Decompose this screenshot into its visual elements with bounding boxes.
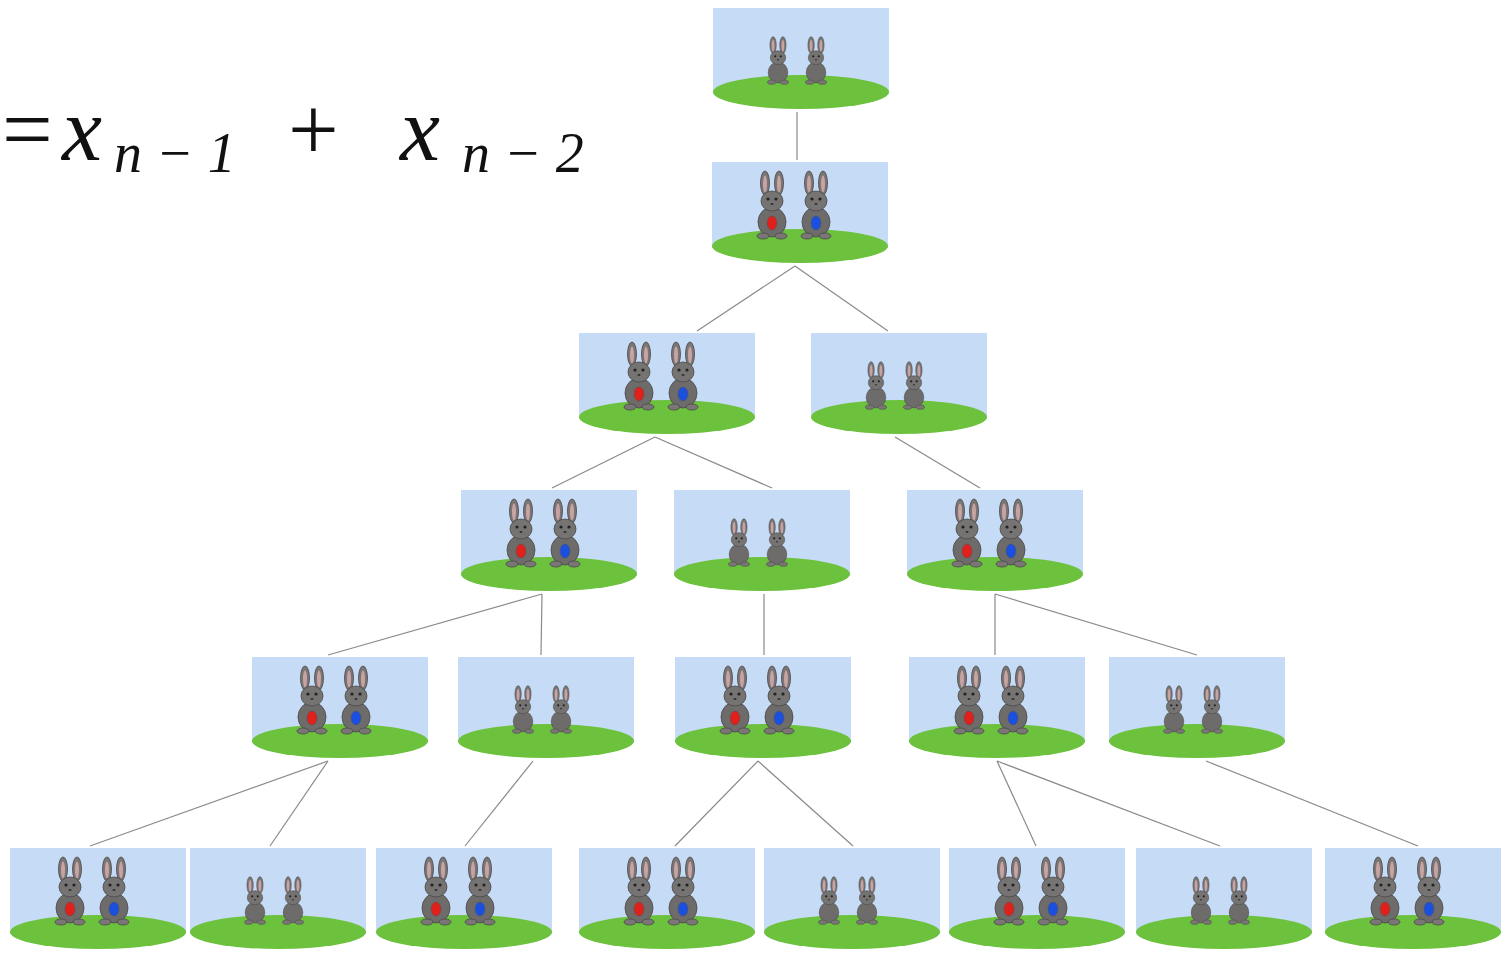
- tree-link: [995, 594, 1197, 655]
- rabbit-pair-box: [461, 490, 637, 592]
- rabbit-pair-box: [579, 848, 755, 950]
- rabbit-scene: [712, 162, 888, 264]
- rabbit-scene: [811, 333, 987, 435]
- tree-link: [763, 594, 764, 655]
- tree-link: [795, 266, 888, 331]
- formula-symbol: =: [2, 85, 53, 175]
- rabbit-scene: [579, 848, 755, 950]
- rabbit-scene: [949, 848, 1125, 950]
- rabbit-pair-box: [376, 848, 552, 950]
- rabbit-scene: [1136, 848, 1312, 950]
- rabbit-pair-box: [1109, 657, 1285, 759]
- rabbit-scene: [10, 848, 186, 950]
- rabbit-pair-box: [674, 490, 850, 592]
- rabbit-pair-box: [712, 162, 888, 264]
- formula-symbol: n−1: [114, 125, 250, 181]
- formula-symbol: x: [62, 85, 102, 175]
- tree-link: [328, 594, 542, 655]
- tree-link: [541, 594, 542, 655]
- rabbit-pair-box: [764, 848, 940, 950]
- tree-link: [997, 761, 1220, 846]
- tree-link: [655, 437, 772, 488]
- rabbit-pair-box: [811, 333, 987, 435]
- rabbit-pair-box: [909, 657, 1085, 759]
- rabbit-pair-box: [10, 848, 186, 950]
- formula-symbol: x: [400, 85, 440, 175]
- rabbit-scene: [579, 333, 755, 435]
- tree-link: [1206, 761, 1418, 846]
- rabbit-scene: [190, 848, 366, 950]
- rabbit-pair-box: [1325, 848, 1501, 950]
- rabbit-pair-box: [458, 657, 634, 759]
- rabbit-scene: [1325, 848, 1501, 950]
- rabbit-pair-box: [949, 848, 1125, 950]
- tree-link: [994, 594, 995, 655]
- rabbit-scene: [461, 490, 637, 592]
- tree-link: [552, 437, 655, 488]
- rabbit-scene: [713, 8, 889, 110]
- rabbit-pair-box: [713, 8, 889, 110]
- rabbit-scene: [252, 657, 428, 759]
- rabbit-scene: [675, 657, 851, 759]
- rabbit-scene: [909, 657, 1085, 759]
- tree-link: [270, 761, 328, 846]
- rabbit-pair-box: [190, 848, 366, 950]
- tree-link: [90, 761, 328, 846]
- rabbit-pair-box: [675, 657, 851, 759]
- tree-link: [796, 112, 797, 160]
- rabbit-scene: [1109, 657, 1285, 759]
- rabbit-pair-box: [252, 657, 428, 759]
- formula-symbol: +: [288, 85, 339, 175]
- tree-link: [758, 761, 853, 846]
- tree-link: [465, 761, 533, 846]
- tree-link: [895, 437, 980, 488]
- rabbit-scene: [764, 848, 940, 950]
- rabbit-pair-box: [1136, 848, 1312, 950]
- rabbit-scene: [458, 657, 634, 759]
- rabbit-pair-box: [579, 333, 755, 435]
- tree-link: [697, 266, 795, 331]
- rabbit-scene: [907, 490, 1083, 592]
- rabbit-scene: [674, 490, 850, 592]
- rabbit-pair-box: [907, 490, 1083, 592]
- rabbit-scene: [376, 848, 552, 950]
- tree-link: [675, 761, 758, 846]
- formula-symbol: n−2: [462, 125, 598, 181]
